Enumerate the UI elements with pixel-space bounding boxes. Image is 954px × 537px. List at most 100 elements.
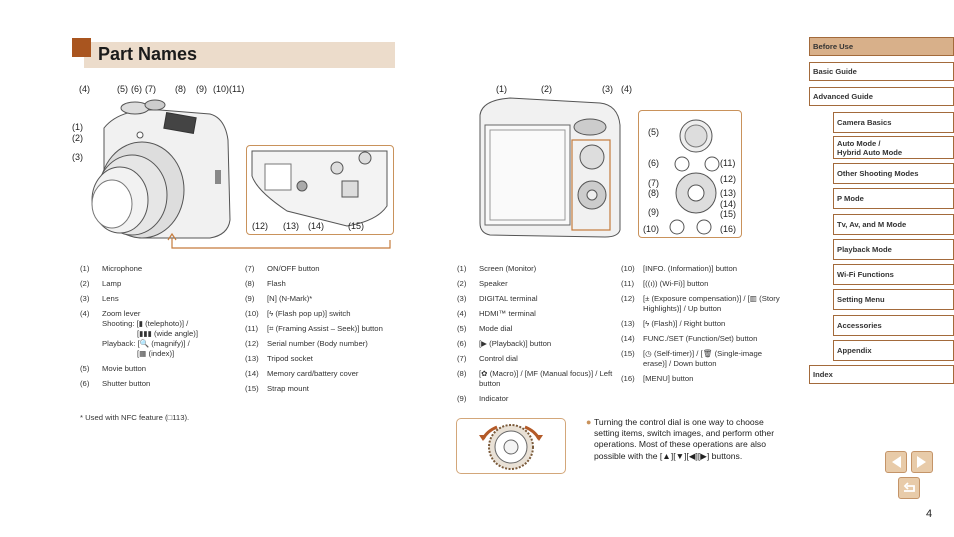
- part-name: Control dial: [479, 354, 518, 363]
- part-list-item: (9) [N] (N-Mark)*: [245, 294, 405, 304]
- sidebar-item-playback-mode[interactable]: Playback Mode: [833, 239, 954, 260]
- front-callout-14: (14): [308, 221, 325, 231]
- part-sub-line: Shooting: [▮ (telephoto)] /: [102, 319, 189, 328]
- part-list-item: (12)[± (Exposure compensation)] / [▥ (St…: [621, 294, 786, 314]
- part-label: ON/OFF button: [267, 264, 405, 274]
- front-callout-4: (4): [79, 84, 90, 94]
- sidebar-item-advanced-guide[interactable]: Advanced Guide: [809, 87, 954, 106]
- part-number: (7): [245, 264, 255, 273]
- part-sub-line: [▦ (index)]: [137, 349, 175, 358]
- part-label: HDMI™ terminal: [479, 309, 617, 319]
- sidebar-item-camera-basics[interactable]: Camera Basics: [833, 112, 954, 133]
- sidebar-item-index[interactable]: Index: [809, 365, 954, 384]
- back-callout-6: (6): [648, 158, 659, 168]
- sidebar-item-auto-mode-hybrid-auto-mode[interactable]: Auto Mode / Hybrid Auto Mode: [833, 136, 954, 159]
- part-label: Flash: [267, 279, 405, 289]
- part-name: [MENU] button: [643, 374, 694, 383]
- part-name: [INFO. (Information)] button: [643, 264, 737, 273]
- back-callout-13: (13): [720, 188, 737, 198]
- part-label: DIGITAL terminal: [479, 294, 617, 304]
- next-page-button[interactable]: [911, 451, 933, 473]
- back-callout-7: (7): [648, 178, 659, 188]
- front-callout-9: (9): [196, 84, 207, 94]
- triangle-left-icon: [892, 456, 901, 468]
- previous-page-button[interactable]: [885, 451, 907, 473]
- sidebar-item-appendix[interactable]: Appendix: [833, 340, 954, 361]
- sidebar-item-before-use[interactable]: Before Use: [809, 37, 954, 56]
- control-dial-illustration: [479, 424, 543, 470]
- sidebar-item-wi-fi-functions[interactable]: Wi-Fi Functions: [833, 264, 954, 285]
- return-button[interactable]: [898, 477, 920, 499]
- sidebar-item-p-mode[interactable]: P Mode: [833, 188, 954, 209]
- bullet-icon: ●: [586, 417, 592, 427]
- part-number: (1): [80, 264, 90, 273]
- part-list-item: (5)Movie button: [80, 364, 240, 374]
- part-list-item: (13)Tripod socket: [245, 354, 405, 364]
- part-name: DIGITAL terminal: [479, 294, 538, 303]
- part-label: [▶ (Playback)] button: [479, 339, 617, 349]
- part-list-item: (3)DIGITAL terminal: [457, 294, 617, 304]
- sidebar-item-basic-guide[interactable]: Basic Guide: [809, 62, 954, 81]
- part-number: (10): [621, 264, 635, 273]
- part-name: Mode dial: [479, 324, 513, 333]
- part-label: Speaker: [479, 279, 617, 289]
- part-name: [▶ (Playback)] button: [479, 339, 552, 348]
- sidebar-item-tv-av-and-m-mode[interactable]: Tv, Av, and M Mode: [833, 214, 954, 235]
- part-name: [N] (N-Mark)*: [267, 294, 313, 303]
- part-list-item: (1) Microphone: [80, 264, 240, 274]
- back-callout-11: (11): [720, 158, 736, 168]
- part-label: Screen (Monitor): [479, 264, 617, 274]
- back-callout-9: (9): [648, 207, 659, 217]
- part-name: Lamp: [102, 279, 122, 288]
- control-dial-note: ● Turning the control dial is one way to…: [586, 417, 776, 462]
- part-list-item: (10)[ϟ (Flash pop up)] switch: [245, 309, 405, 319]
- part-name: Speaker: [479, 279, 508, 288]
- part-label: Serial number (Body number): [267, 339, 405, 349]
- title-band: [84, 42, 395, 68]
- part-list-item: (8)[✿ (Macro)] / [MF (Manual focus)] / L…: [457, 369, 617, 389]
- back-callout-1: (1): [496, 84, 507, 94]
- part-number: (9): [245, 294, 255, 303]
- page-number: 4: [926, 508, 933, 520]
- front-parts-list-2: (7)ON/OFF button(8)Flash(9)[N] (N-Mark)*…: [245, 264, 405, 399]
- page-title: Part Names: [98, 44, 198, 64]
- part-label: [⌗ (Framing Assist – Seek)] button: [267, 324, 405, 334]
- part-list-item: (13) [ϟ (Flash)] / Right button: [621, 319, 786, 329]
- part-name: [ϟ (Flash)] / Right button: [643, 319, 726, 328]
- nfc-footnote: * Used with NFC feature (□113).: [80, 413, 190, 422]
- return-arrow-icon: [903, 482, 915, 492]
- part-number: (13): [621, 319, 635, 328]
- sidebar-item-accessories[interactable]: Accessories: [833, 315, 954, 336]
- part-name: HDMI™ terminal: [479, 309, 536, 318]
- part-number: (12): [245, 339, 259, 348]
- part-label: Lamp: [102, 279, 240, 289]
- part-name: Microphone: [102, 264, 143, 273]
- back-controls-illustration: [669, 119, 720, 235]
- front-callout-15: (15): [348, 221, 365, 231]
- part-number: (11): [245, 324, 259, 333]
- back-callout-3: (3): [602, 84, 613, 94]
- part-list-item: (6)[▶ (Playback)] button: [457, 339, 617, 349]
- part-label: Mode dial: [479, 324, 617, 334]
- part-list-item: (4)HDMI™ terminal: [457, 309, 617, 319]
- part-number: (3): [80, 294, 90, 303]
- part-label: Strap mount: [267, 384, 405, 394]
- front-callout-5: (5): [117, 84, 128, 94]
- part-number: (14): [621, 334, 635, 343]
- sidebar-item-setting-menu[interactable]: Setting Menu: [833, 289, 954, 310]
- part-name: Screen (Monitor): [479, 264, 537, 273]
- part-label: Indicator: [479, 394, 617, 404]
- part-label: [((ı)) (Wi-Fi)] button: [643, 279, 786, 289]
- part-name: Serial number (Body number): [267, 339, 368, 348]
- part-name: [✿ (Macro)] / [MF (Manual focus)] / Left…: [479, 369, 613, 388]
- sidebar-item-other-shooting-modes[interactable]: Other Shooting Modes: [833, 163, 954, 184]
- front-callout-10: (10): [213, 84, 230, 94]
- part-number: (14): [245, 369, 259, 378]
- back-callout-5: (5): [648, 127, 659, 137]
- part-name: [((ı)) (Wi-Fi)] button: [643, 279, 709, 288]
- front-callout-8: (8): [175, 84, 186, 94]
- part-number: (15): [245, 384, 259, 393]
- part-label: Tripod socket: [267, 354, 405, 364]
- part-number: (15): [621, 349, 635, 358]
